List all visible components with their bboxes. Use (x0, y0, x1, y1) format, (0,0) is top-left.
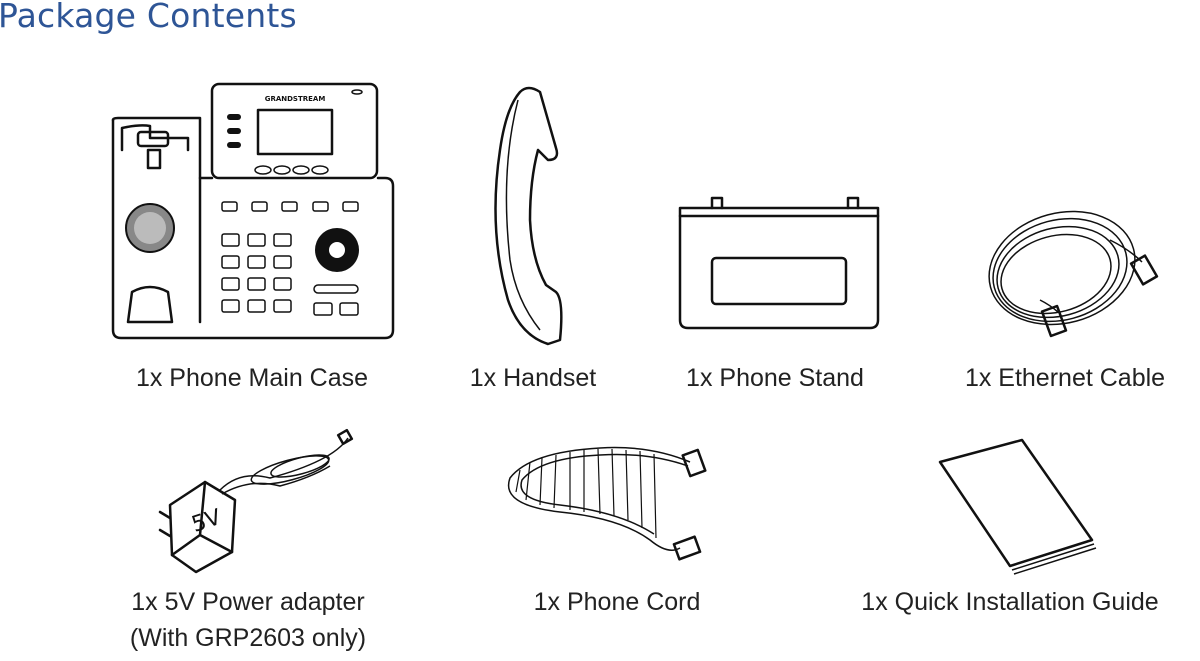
label-power-adapter-note: (With GRP2603 only) (129, 624, 367, 652)
page-title: Package Contents (0, 0, 297, 35)
label-phone-cord: 1x Phone Cord (533, 588, 701, 616)
brand-logo: GRANDSTREAM (265, 95, 326, 103)
label-phone-stand: 1x Phone Stand (686, 364, 864, 392)
label-quick-installation-guide: 1x Quick Installation Guide (861, 588, 1159, 616)
label-handset: 1x Handset (469, 364, 597, 392)
label-phone-main-case: 1x Phone Main Case (135, 364, 369, 392)
label-ethernet-cable: 1x Ethernet Cable (964, 364, 1166, 392)
label-power-adapter: 1x 5V Power adapter (131, 588, 365, 616)
